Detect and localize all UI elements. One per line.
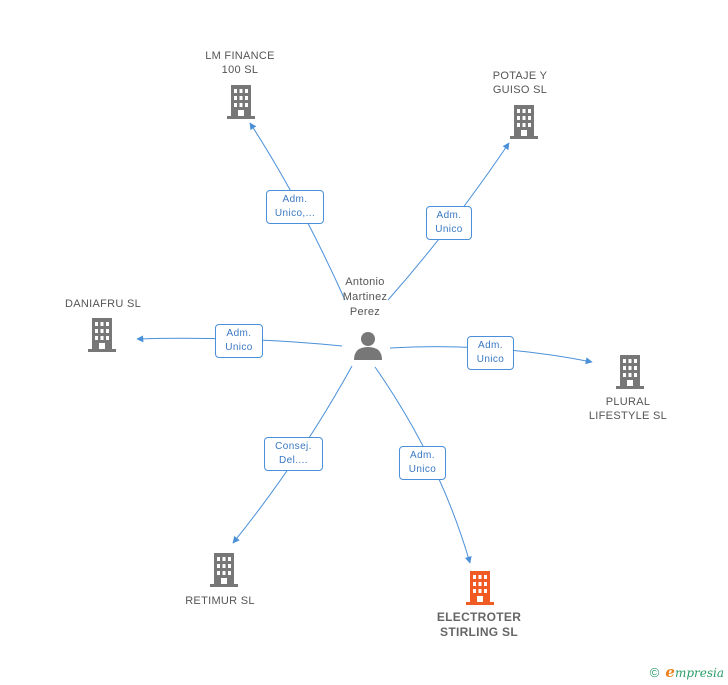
brand-footer: © empresia — [650, 663, 724, 681]
company-name-retimur[interactable]: RETIMUR SL — [185, 595, 255, 607]
edge-label-lm-finance: Adm. Unico,... — [266, 190, 324, 224]
company-name-lm-finance[interactable]: LM FINANCE 100 SL — [205, 50, 275, 76]
building-icon-focus[interactable] — [464, 571, 496, 605]
building-icon[interactable] — [208, 553, 240, 587]
building-icon[interactable] — [225, 85, 257, 119]
brand-logo-letter: e — [665, 663, 675, 681]
edge-label-potaje: Adm. Unico — [426, 206, 472, 240]
edge-label-plural: Adm. Unico — [467, 336, 514, 370]
brand-name: mpresia — [674, 666, 724, 680]
company-name-daniafru[interactable]: DANIAFRU SL — [64, 298, 142, 310]
company-name-potaje[interactable]: POTAJE Y GUISO SL — [492, 70, 548, 96]
building-icon[interactable] — [508, 105, 540, 139]
building-icon[interactable] — [86, 318, 118, 352]
edge-label-daniafru: Adm. Unico — [215, 324, 263, 358]
building-icon[interactable] — [614, 355, 646, 389]
copyright-icon: © — [649, 665, 660, 680]
company-name-plural[interactable]: PLURAL LIFESTYLE SL — [588, 396, 668, 422]
edge-label-electroter: Adm. Unico — [399, 446, 446, 480]
company-name-electroter[interactable]: ELECTROTER STIRLING SL — [436, 610, 522, 639]
edge-label-retimur: Consej. Del.... — [264, 437, 323, 471]
person-name[interactable]: Antonio Martinez Perez — [342, 276, 388, 318]
person-icon[interactable] — [352, 330, 384, 360]
